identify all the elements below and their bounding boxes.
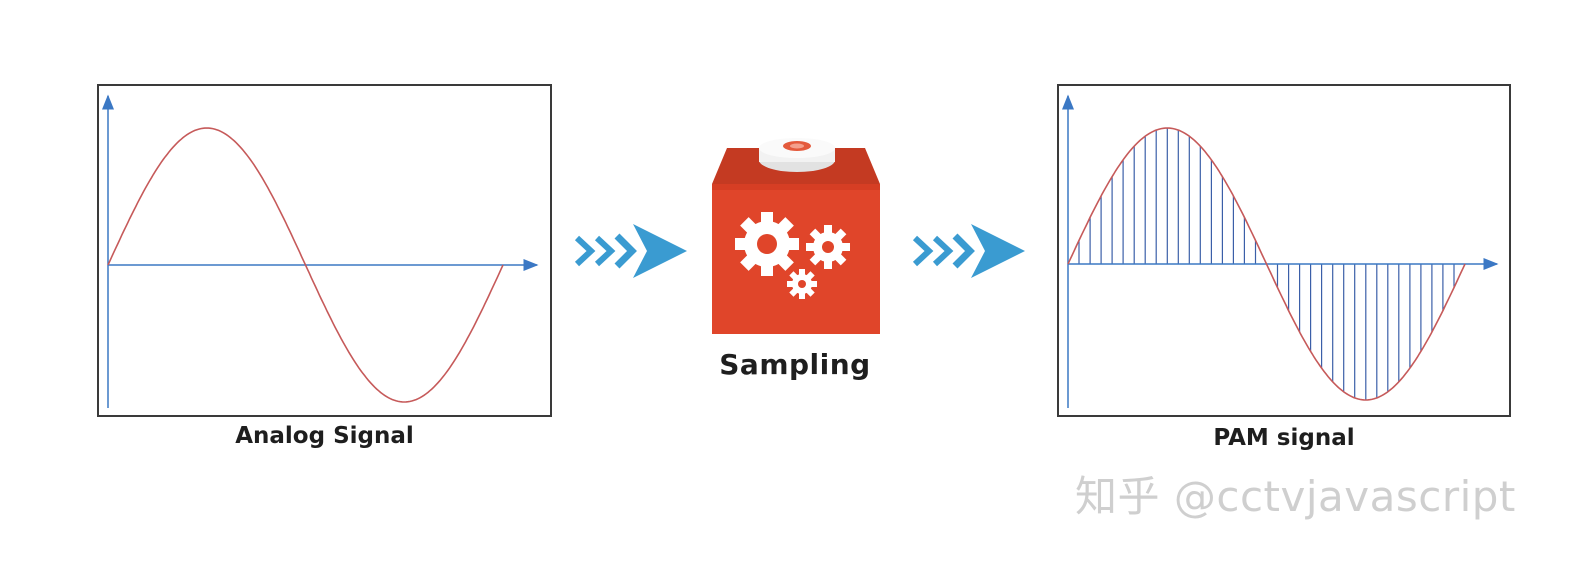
flow-arrow-icon: [575, 224, 687, 278]
pam-signal-plot: [1062, 94, 1499, 408]
pam-signal-caption: PAM signal: [1213, 425, 1355, 451]
flow-arrow-icon: [913, 224, 1025, 278]
watermark: 知乎 @cctvjavascript: [1075, 472, 1516, 521]
analog-signal-plot: [102, 94, 539, 408]
analog-signal-caption: Analog Signal: [235, 423, 414, 449]
gears-box-icon: [712, 138, 880, 334]
analog-signal-panel: [97, 84, 552, 417]
pam-signal-panel: [1057, 84, 1511, 417]
pam-envelope-wave: [1067, 127, 1466, 401]
pam-samples: [1078, 128, 1455, 400]
analog-wave: [107, 127, 504, 403]
sampling-caption: Sampling: [719, 348, 871, 381]
